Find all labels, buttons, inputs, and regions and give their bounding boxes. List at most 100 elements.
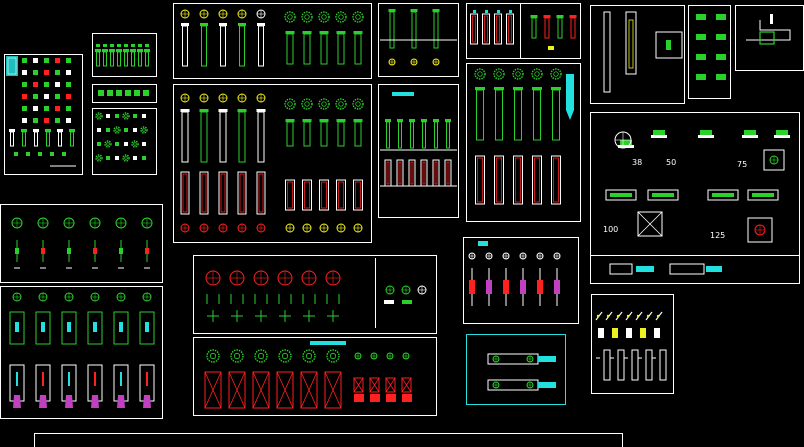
tiny-mark xyxy=(497,10,500,13)
gear-hub xyxy=(287,14,293,20)
tiny-mark xyxy=(142,142,146,146)
tiny-mark xyxy=(26,152,30,156)
gear-hub xyxy=(355,14,361,20)
tiny-mark xyxy=(67,322,71,332)
rod-head xyxy=(181,23,189,26)
rod-body xyxy=(531,17,537,39)
gear-symbol xyxy=(140,126,148,134)
tube-inner xyxy=(553,157,559,203)
tiny-mark xyxy=(548,46,554,50)
tube-outer xyxy=(319,179,329,211)
sheet-fasteners-row xyxy=(92,33,157,77)
cross-line xyxy=(401,377,412,393)
section-slot xyxy=(628,19,634,69)
tiny-mark xyxy=(146,372,148,386)
rod-head xyxy=(45,129,51,132)
rod-body xyxy=(182,25,188,67)
bracket-slot xyxy=(631,349,639,381)
tiny-mark xyxy=(106,114,110,118)
detail-size-labels: 38 50 75 100 125 xyxy=(603,158,747,240)
rod-body xyxy=(552,89,560,141)
bracket-slot xyxy=(603,349,611,381)
gear-symbol xyxy=(335,11,347,23)
size-label-38: 38 xyxy=(632,158,642,167)
gear-symbol xyxy=(254,349,268,363)
gear-symbol xyxy=(301,98,313,110)
sheet-strip xyxy=(92,84,157,103)
cross-line xyxy=(228,371,246,409)
rod-head xyxy=(219,23,227,26)
rod-head xyxy=(285,119,295,122)
sheet-frames xyxy=(0,3,804,447)
tiny-mark xyxy=(33,106,38,111)
rod-head xyxy=(513,87,523,90)
tube-outer xyxy=(336,179,346,211)
rod-body xyxy=(124,51,128,67)
rod-head xyxy=(180,109,190,112)
rod-body xyxy=(239,25,245,67)
tube-outer xyxy=(285,179,295,211)
detail-bar xyxy=(707,189,739,201)
clamp-base xyxy=(327,310,339,322)
tiny-mark xyxy=(125,90,131,96)
bracket-slot xyxy=(659,349,667,381)
rod-body xyxy=(544,17,550,39)
rod-body xyxy=(10,131,14,147)
rail-part xyxy=(609,263,633,275)
crossed-box xyxy=(369,377,380,393)
tiny-mark xyxy=(652,193,674,197)
tiny-mark xyxy=(44,70,49,75)
tube-inner xyxy=(338,181,344,209)
bracket-dot xyxy=(596,314,600,318)
tiny-mark xyxy=(696,34,706,40)
tiny-mark xyxy=(744,130,756,135)
rod-body xyxy=(514,89,522,141)
crossed-box xyxy=(204,371,222,409)
sheet-section-b xyxy=(688,5,731,99)
tiny-mark xyxy=(131,44,135,47)
clamp-jaw xyxy=(326,294,340,304)
clamp-base xyxy=(279,310,291,322)
gear-hub xyxy=(287,101,293,107)
rod-head xyxy=(421,119,427,122)
tiny-mark xyxy=(110,44,114,47)
tiny-mark xyxy=(742,135,758,138)
tiny-mark xyxy=(22,106,27,111)
rod-body xyxy=(46,131,50,147)
tiny-mark xyxy=(106,128,110,132)
tube-inner xyxy=(446,161,450,185)
tiny-mark xyxy=(66,118,71,123)
gear-symbol xyxy=(122,154,130,162)
gear-symbol xyxy=(318,98,330,110)
profile-box xyxy=(139,311,155,345)
gear-hub xyxy=(534,71,540,77)
tube-inner xyxy=(434,161,438,185)
tube-inner xyxy=(304,181,310,209)
rod-head xyxy=(218,109,228,112)
rod-head xyxy=(9,129,15,132)
tiny-mark xyxy=(145,248,149,254)
crossed-box xyxy=(252,371,270,409)
rod-head xyxy=(257,23,265,26)
rod-head xyxy=(302,119,312,122)
tiny-mark xyxy=(44,94,49,99)
tiny-mark xyxy=(117,44,121,47)
profile-foot xyxy=(117,395,125,408)
tiny-mark xyxy=(33,94,38,99)
rod-body xyxy=(145,51,149,67)
section-green-part xyxy=(759,31,775,45)
cross-line xyxy=(353,377,364,393)
tiny-mark xyxy=(14,152,18,156)
tube-outer xyxy=(470,13,478,45)
gear-symbol xyxy=(335,98,347,110)
tiny-mark xyxy=(50,152,54,156)
rod-head xyxy=(33,129,39,132)
tiny-mark xyxy=(354,394,364,402)
tiny-mark xyxy=(651,135,667,138)
sheet-section-c xyxy=(735,5,804,71)
rod-body xyxy=(411,11,417,49)
rod-head xyxy=(336,31,346,34)
gear-hub xyxy=(355,101,361,107)
